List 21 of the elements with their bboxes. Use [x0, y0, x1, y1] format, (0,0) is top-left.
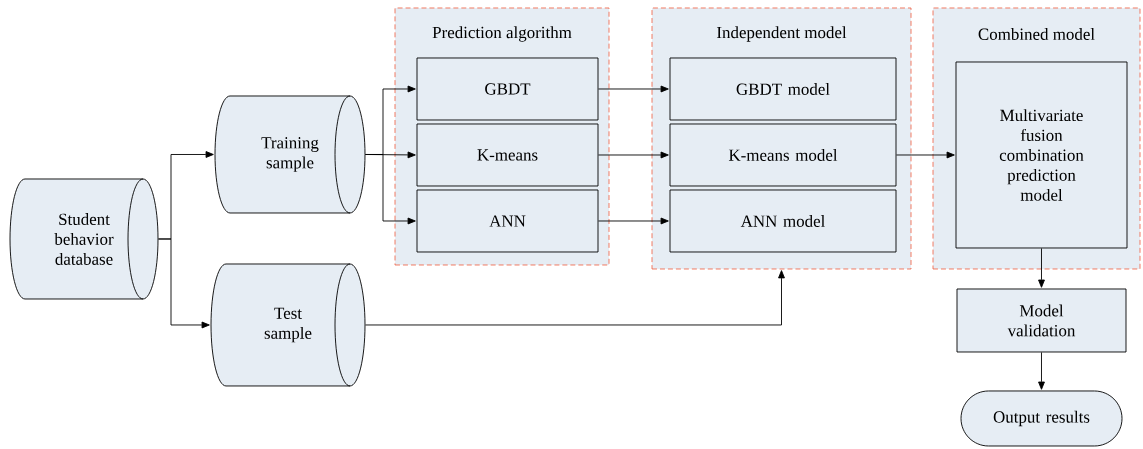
- arrow: [598, 217, 669, 225]
- process-box: K-means model: [669, 123, 897, 187]
- process-box: ANN: [416, 189, 599, 253]
- database-cylinder: Student behavior database: [9, 178, 159, 300]
- arrow: [1038, 352, 1045, 390]
- arrow: [158, 238, 210, 329]
- process-box: Model validation: [956, 288, 1127, 353]
- terminal-box: Output results: [960, 390, 1123, 447]
- process-box: Multivariate fusion combination prediction model: [955, 61, 1128, 249]
- database-cylinder: Training sample: [214, 95, 366, 214]
- process-box: ANN model: [669, 189, 897, 253]
- arrow: [598, 151, 669, 159]
- arrow: [365, 154, 416, 225]
- arrow: [365, 270, 785, 326]
- process-box: K-means: [416, 123, 599, 187]
- arrow: [896, 151, 955, 159]
- process-box: GBDT: [416, 57, 599, 121]
- arrow: [598, 85, 669, 93]
- process-box: GBDT model: [669, 57, 897, 121]
- database-cylinder: Test sample: [210, 263, 366, 387]
- arrow: [1038, 248, 1045, 288]
